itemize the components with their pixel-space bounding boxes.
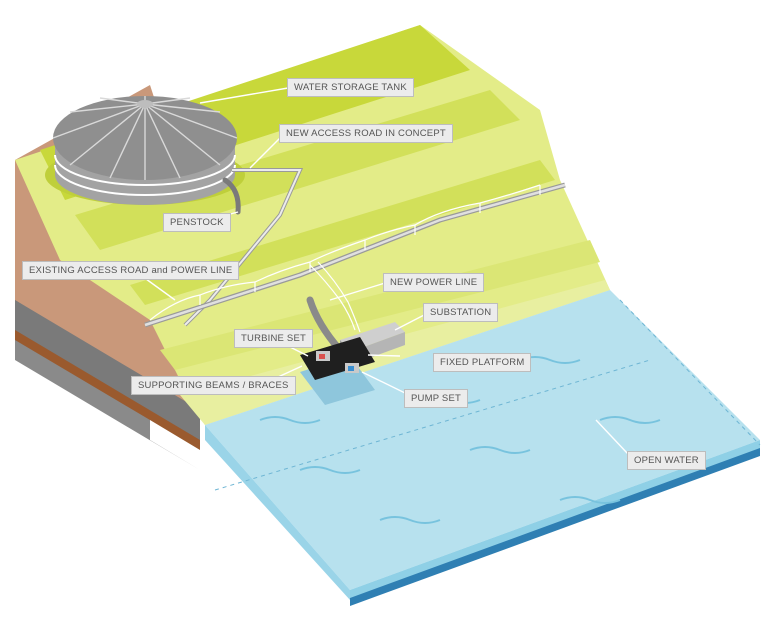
label-new-power-line: NEW POWER LINE xyxy=(383,273,485,292)
water-top xyxy=(205,290,760,590)
label-fixed-platform: FIXED PLATFORM xyxy=(433,353,532,372)
label-open-water: OPEN WATER xyxy=(627,451,706,470)
wave-4 xyxy=(299,466,361,474)
wave-7 xyxy=(379,516,441,524)
existing-road-inner xyxy=(144,183,566,327)
platform xyxy=(300,337,375,405)
grey-band xyxy=(15,300,200,440)
tank-cap xyxy=(137,100,153,108)
water-storage-tank xyxy=(45,96,245,205)
new-power-line xyxy=(309,261,361,333)
label-existing-access-road: EXISTING ACCESS ROAD and POWER LINE xyxy=(22,261,240,280)
label-water-storage-tank: WATER STORAGE TANK xyxy=(287,78,414,97)
penstock-pipe-upper xyxy=(222,177,241,215)
label-pump-set: PUMP SET xyxy=(404,389,468,408)
label-substation: SUBSTATION xyxy=(423,303,499,322)
wave-5 xyxy=(469,446,531,454)
wave-1 xyxy=(259,416,321,424)
platform-deck xyxy=(300,337,375,380)
label-penstock: PENSTOCK xyxy=(163,213,231,232)
label-turbine-set: TURBINE SET xyxy=(234,329,314,348)
wave-6 xyxy=(599,416,661,424)
turbine-accent xyxy=(319,354,325,359)
water-dash-1 xyxy=(214,359,651,491)
water-front xyxy=(205,425,350,600)
label-new-access-road: NEW ACCESS ROAD IN CONCEPT xyxy=(279,124,453,143)
wave-8 xyxy=(559,496,621,504)
pump-accent xyxy=(348,366,354,371)
water-bottom-edge xyxy=(350,448,760,606)
label-supporting-beams: SUPPORTING BEAMS / BRACES xyxy=(131,376,296,395)
water-body xyxy=(205,290,761,606)
water-dash-2 xyxy=(619,299,761,446)
existing-power-line xyxy=(149,184,541,321)
